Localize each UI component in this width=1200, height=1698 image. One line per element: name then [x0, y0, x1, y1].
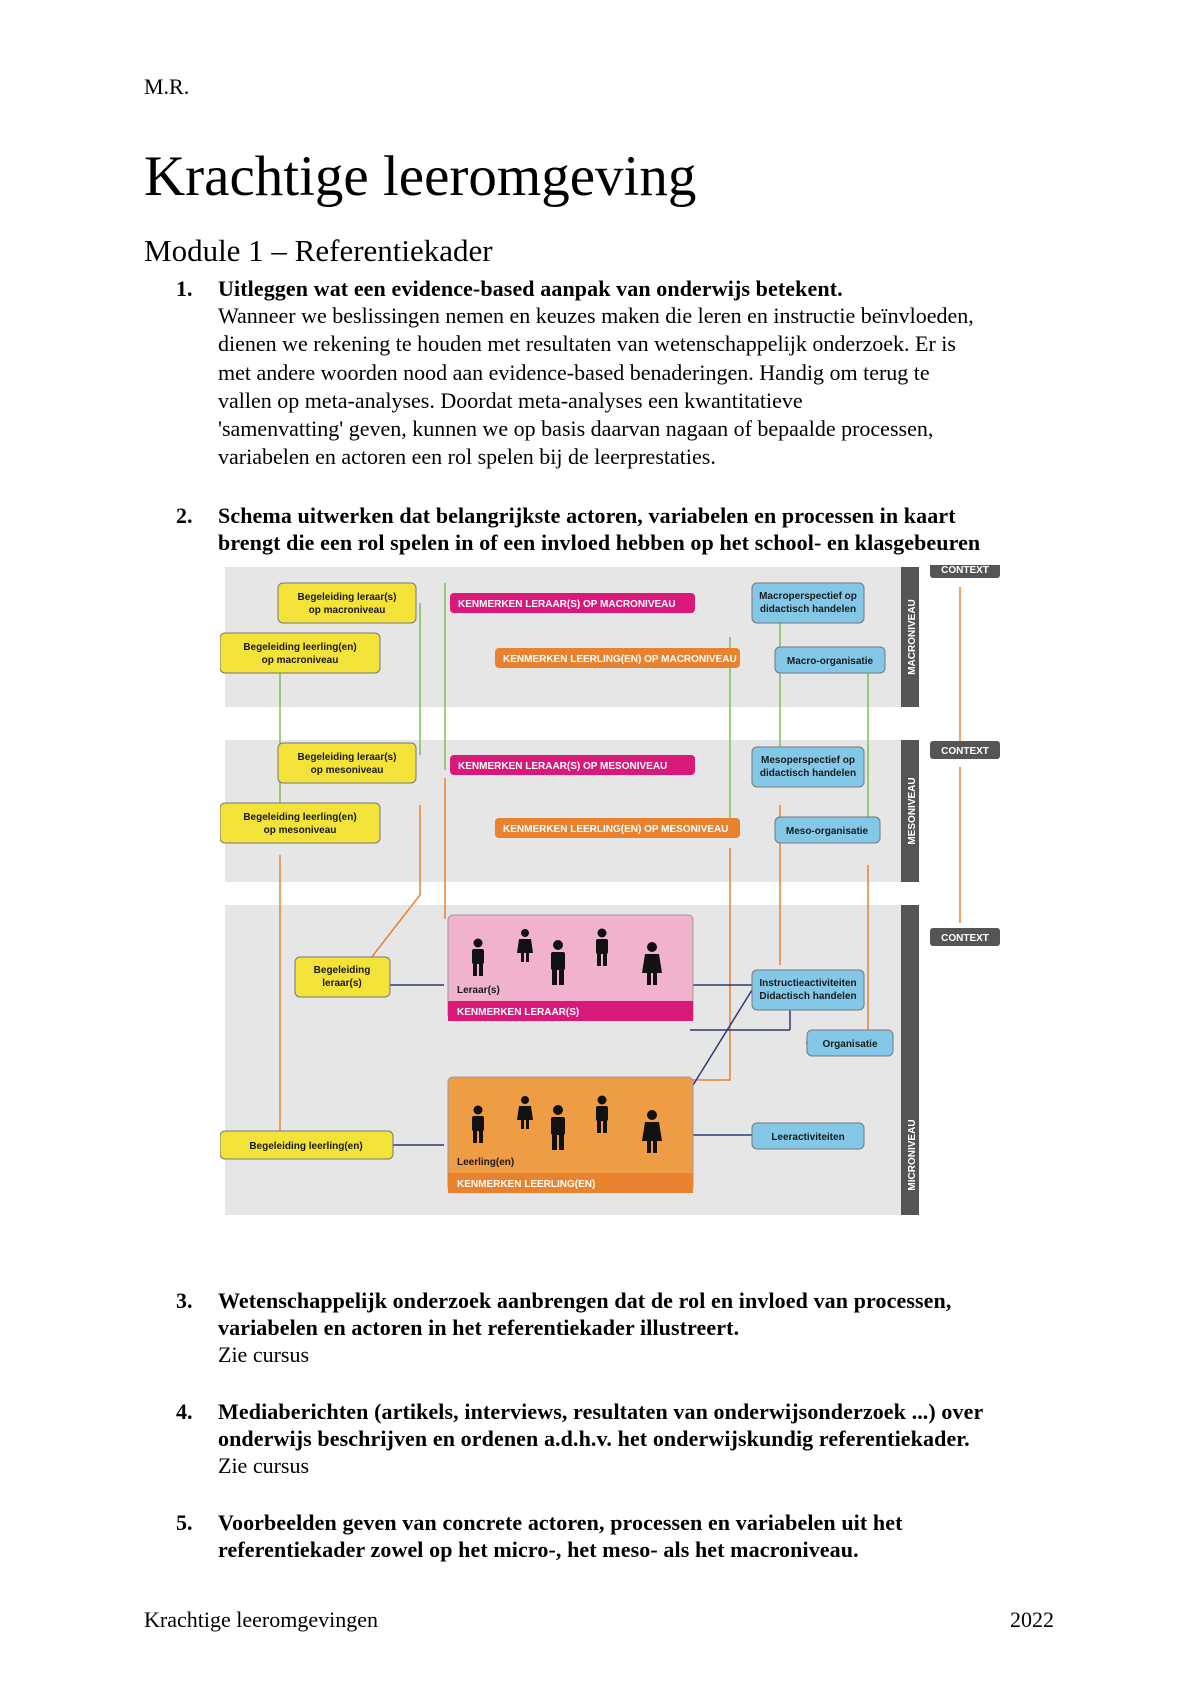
module-title: Module 1 – Referentiekader [144, 233, 493, 268]
instructieactiviteiten-box: Instructieactiviteiten Didactisch handel… [751, 969, 865, 1011]
kenmerken-leerling-meso-label: KENMERKEN LEERLING(EN) OP MESONIVEAU [503, 824, 728, 835]
svg-text:KENMERKEN LERAAR(S): KENMERKEN LERAAR(S) [457, 1007, 579, 1018]
svg-text:KENMERKEN LEERLING(EN): KENMERKEN LEERLING(EN) [457, 1179, 595, 1190]
paragraph-line: variabelen en actoren een rol spelen bij… [218, 444, 716, 470]
meso-level-label: MESONIVEAU [907, 777, 918, 844]
micro-level-bar [901, 905, 919, 1215]
kenmerken-leraar-meso-label: KENMERKEN LERAAR(S) OP MESONIVEAU [458, 761, 667, 772]
heading-line: Voorbeelden geven van concrete actoren, … [218, 1510, 903, 1535]
svg-text:didactisch handelen: didactisch handelen [760, 768, 856, 779]
svg-text:op macroniveau: op macroniveau [309, 605, 386, 616]
svg-text:didactisch handelen: didactisch handelen [760, 604, 856, 615]
section-number: 3. [176, 1288, 193, 1313]
svg-text:Begeleiding: Begeleiding [314, 965, 371, 976]
heading-line: onderwijs beschrijven en ordenen a.d.h.v… [218, 1426, 970, 1451]
leeractiviteiten-box: Leeractiviteiten [751, 1122, 865, 1150]
svg-text:Leeractiviteiten: Leeractiviteiten [771, 1132, 844, 1143]
svg-text:Leraar(s): Leraar(s) [457, 985, 500, 996]
page-title: Krachtige leeromgeving [144, 145, 697, 208]
green-connectors [279, 583, 869, 835]
paragraph-line: 'samenvatting' geven, kunnen we op basis… [218, 416, 934, 442]
svg-text:op mesoniveau: op mesoniveau [264, 825, 337, 836]
svg-text:Begeleiding leraar(s): Begeleiding leraar(s) [298, 592, 397, 603]
meso-level-bar [901, 740, 919, 882]
leerling-box: Leerling(en) KENMERKEN LEERLING(EN) [447, 1076, 694, 1193]
paragraph-line: dienen we rekening te houden met resulta… [218, 331, 956, 357]
leraar-box: Leraar(s) KENMERKEN LERAAR(S) [447, 914, 694, 1021]
paragraph-line: met andere woorden nood aan evidence-bas… [218, 359, 930, 385]
leerling-figures [472, 1095, 662, 1153]
organisatie-box: Organisatie [806, 1029, 894, 1057]
svg-text:Didactisch handelen: Didactisch handelen [759, 991, 856, 1002]
heading-line: variabelen en actoren in het referentiek… [218, 1315, 740, 1340]
svg-text:Begeleiding leraar(s): Begeleiding leraar(s) [298, 752, 397, 763]
paragraph-line: vallen op meta-analyses. Doordat meta-an… [218, 387, 803, 413]
heading-line: Wetenschappelijk onderzoek aanbrengen da… [218, 1288, 952, 1313]
svg-text:CONTEXT: CONTEXT [941, 746, 989, 757]
referentiekader-diagram: MACRONIVEAU MESONIVEAU MICRONIVEAU C [220, 565, 1000, 1215]
begeleiding-leerling-meso: Begeleiding leerling(en) op mesoniveau [220, 802, 381, 844]
svg-text:CONTEXT: CONTEXT [941, 565, 989, 576]
heading-line: Schema uitwerken dat belangrijkste actor… [218, 503, 956, 528]
context-meso: CONTEXT [930, 741, 1000, 759]
navy-connectors [390, 984, 850, 1146]
heading-line: Mediaberichten (artikels, interviews, re… [218, 1399, 984, 1424]
macro-level-label: MACRONIVEAU [907, 599, 918, 675]
kenmerken-leraar-macro-label: KENMERKEN LERAAR(S) OP MACRONIVEAU [458, 599, 676, 610]
leraar-figures [472, 928, 662, 985]
orange-connectors [279, 587, 961, 1145]
section-text: Zie cursus [218, 1453, 310, 1478]
svg-text:op mesoniveau: op mesoniveau [311, 765, 384, 776]
section-text: Zie cursus [218, 1342, 310, 1367]
macro-organisatie-box: Macro-organisatie [774, 646, 886, 674]
begeleiding-leerling-macro: Begeleiding leerling(en) op macroniveau [220, 632, 381, 674]
heading-line: referentiekader zowel op het micro-, het… [218, 1537, 859, 1562]
svg-text:Macro-organisatie: Macro-organisatie [787, 656, 874, 667]
svg-text:Begeleiding leerling(en): Begeleiding leerling(en) [243, 812, 356, 823]
micro-level-label: MICRONIVEAU [907, 1119, 918, 1190]
svg-text:CONTEXT: CONTEXT [941, 933, 989, 944]
macroperspectief-box: Macroperspectief op didactisch handelen [751, 582, 865, 624]
svg-text:op macroniveau: op macroniveau [262, 655, 339, 666]
section-number: 2. [176, 503, 193, 528]
section-paragraph: Wanneer we beslissingen nemen en keuzes … [218, 302, 974, 472]
heading-line: brengt die een rol spelen in of een invl… [218, 530, 981, 555]
svg-text:Macroperspectief op: Macroperspectief op [759, 591, 857, 602]
begeleiding-leraar-micro: Begeleiding leraar(s) [294, 956, 391, 998]
svg-text:Instructieactiviteiten: Instructieactiviteiten [759, 978, 856, 989]
context-micro: CONTEXT [930, 928, 1000, 946]
svg-text:Leerling(en): Leerling(en) [457, 1157, 514, 1168]
begeleiding-leerling-micro: Begeleiding leerling(en) [220, 1130, 394, 1160]
svg-text:Organisatie: Organisatie [822, 1039, 877, 1050]
svg-text:Begeleiding leerling(en): Begeleiding leerling(en) [249, 1141, 362, 1152]
kenmerken-leerling-meso-bar [495, 818, 740, 838]
kenmerken-leerling-macro-label: KENMERKEN LEERLING(EN) OP MACRONIVEAU [503, 654, 737, 665]
kenmerken-leerling-macro-bar [495, 648, 740, 668]
begeleiding-leraar-macro: Begeleiding leraar(s) op macroniveau [277, 582, 417, 624]
section-number: 5. [176, 1510, 193, 1535]
begeleiding-leraar-meso: Begeleiding leraar(s) op mesoniveau [277, 742, 417, 784]
kenmerken-leraar-meso-bar [450, 755, 695, 775]
svg-text:Begeleiding leerling(en): Begeleiding leerling(en) [243, 642, 356, 653]
svg-text:Mesoperspectief op: Mesoperspectief op [761, 755, 855, 766]
macro-level-bar [901, 567, 919, 707]
footer-course-name: Krachtige leeromgevingen [144, 1607, 378, 1632]
context-macro: CONTEXT [930, 565, 1000, 578]
footer-year: 2022 [1010, 1607, 1054, 1632]
kenmerken-leraar-macro-bar [450, 593, 695, 613]
section-number: 4. [176, 1399, 193, 1424]
svg-text:leraar(s): leraar(s) [322, 978, 361, 989]
meso-organisatie-box: Meso-organisatie [774, 816, 881, 844]
author-initials: M.R. [144, 74, 190, 99]
paragraph-line: Wanneer we beslissingen nemen en keuzes … [218, 303, 974, 328]
section-heading: Uitleggen wat een evidence-based aanpak … [218, 276, 843, 301]
svg-text:Meso-organisatie: Meso-organisatie [786, 826, 869, 837]
section-number: 1. [176, 276, 193, 301]
mesoperspectief-box: Mesoperspectief op didactisch handelen [751, 746, 865, 788]
